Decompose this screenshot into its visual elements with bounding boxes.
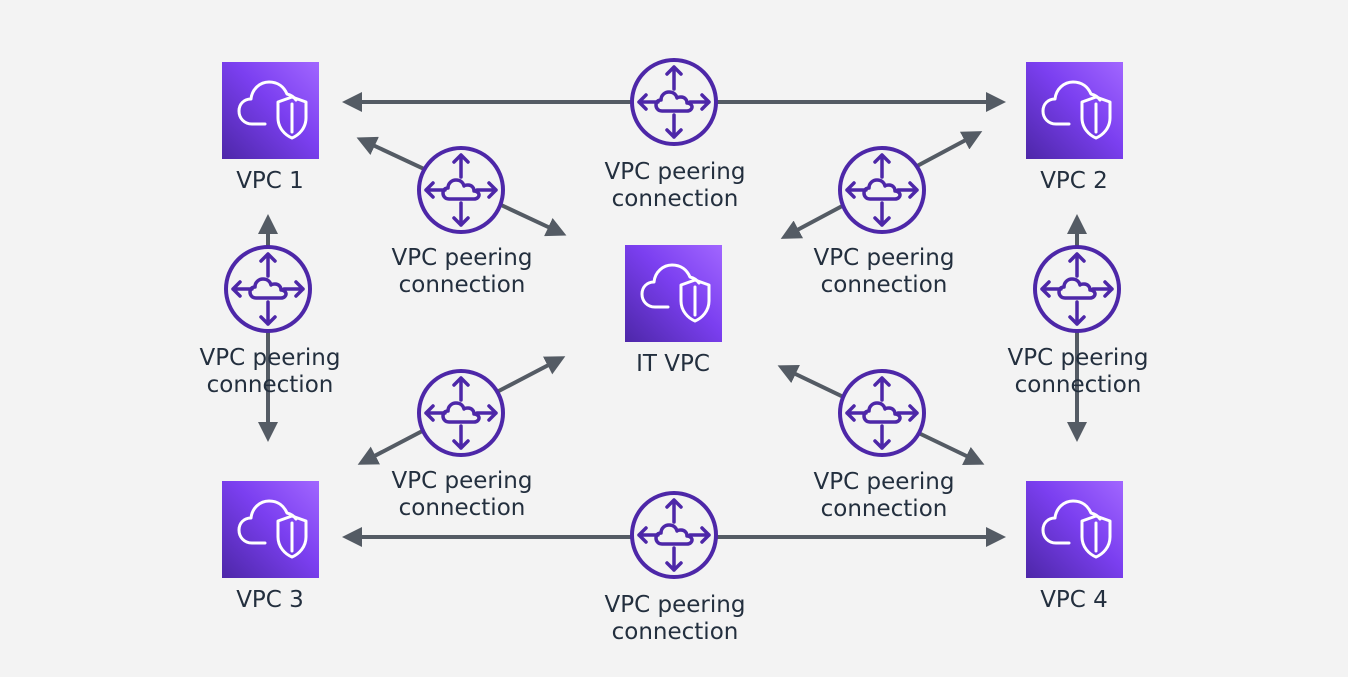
peering-label-vpc4-it: VPC peering connection [799, 469, 969, 523]
vpc4-label: VPC 4 [1040, 587, 1108, 613]
vpc2-label: VPC 2 [1040, 168, 1108, 194]
peering-connection-vpc2-it [838, 146, 926, 234]
vpc-cloud-shield-icon [237, 499, 308, 559]
vpc-cloud-shield-icon [640, 263, 711, 323]
peering-label-line1: VPC peering [813, 469, 955, 495]
vpc1-box [222, 62, 319, 159]
peering-connection-icon [845, 153, 919, 227]
peering-label-line2: connection [820, 496, 948, 522]
vpc3-box [222, 481, 319, 578]
peering-connection-icon [424, 376, 498, 450]
peering-label-line1: VPC peering [1007, 345, 1149, 371]
vpc-cloud-shield-icon [1041, 499, 1112, 559]
peering-connection-vpc1-vpc2 [630, 58, 718, 146]
vpc-cloud-shield-icon [1041, 80, 1112, 140]
peering-connection-icon [424, 153, 498, 227]
peering-label-line1: VPC peering [391, 468, 533, 494]
peering-label-vpc3-it: VPC peering connection [377, 468, 547, 522]
peering-label-line2: connection [820, 272, 948, 298]
peering-connection-vpc3-it [417, 369, 505, 457]
peering-label-line2: connection [1014, 372, 1142, 398]
vpc2-box [1026, 62, 1123, 159]
peering-label-vpc3-vpc4: VPC peering connection [590, 592, 760, 646]
peering-connection-icon [1040, 252, 1114, 326]
peering-connection-icon [845, 376, 919, 450]
peering-label-line2: connection [206, 372, 334, 398]
peering-label-vpc1-vpc3: VPC peering connection [185, 345, 355, 399]
it-vpc-label: IT VPC [636, 351, 710, 377]
peering-connection-vpc3-vpc4 [630, 491, 718, 579]
peering-label-vpc1-vpc2: VPC peering connection [590, 159, 760, 213]
peering-label-line2: connection [611, 619, 739, 645]
peering-label-line2: connection [611, 186, 739, 212]
peering-label-line1: VPC peering [604, 159, 746, 185]
vpc3-label: VPC 3 [236, 587, 304, 613]
vpc1-label: VPC 1 [236, 168, 304, 194]
peering-connection-icon [637, 498, 711, 572]
peering-label-vpc1-it: VPC peering connection [377, 245, 547, 299]
peering-label-vpc2-it: VPC peering connection [799, 245, 969, 299]
peering-label-line1: VPC peering [604, 592, 746, 618]
peering-connection-vpc2-vpc4 [1033, 245, 1121, 333]
peering-label-line1: VPC peering [813, 245, 955, 271]
peering-connection-icon [231, 252, 305, 326]
peering-label-line1: VPC peering [199, 345, 341, 371]
peering-label-vpc2-vpc4: VPC peering connection [993, 345, 1163, 399]
peering-label-line2: connection [398, 272, 526, 298]
vpc4-box [1026, 481, 1123, 578]
peering-connection-icon [637, 65, 711, 139]
peering-connection-vpc4-it [838, 369, 926, 457]
peering-label-line2: connection [398, 495, 526, 521]
peering-connection-vpc1-vpc3 [224, 245, 312, 333]
peering-connection-vpc1-it [417, 146, 505, 234]
peering-label-line1: VPC peering [391, 245, 533, 271]
vpc-cloud-shield-icon [237, 80, 308, 140]
it-vpc-box [625, 245, 722, 342]
